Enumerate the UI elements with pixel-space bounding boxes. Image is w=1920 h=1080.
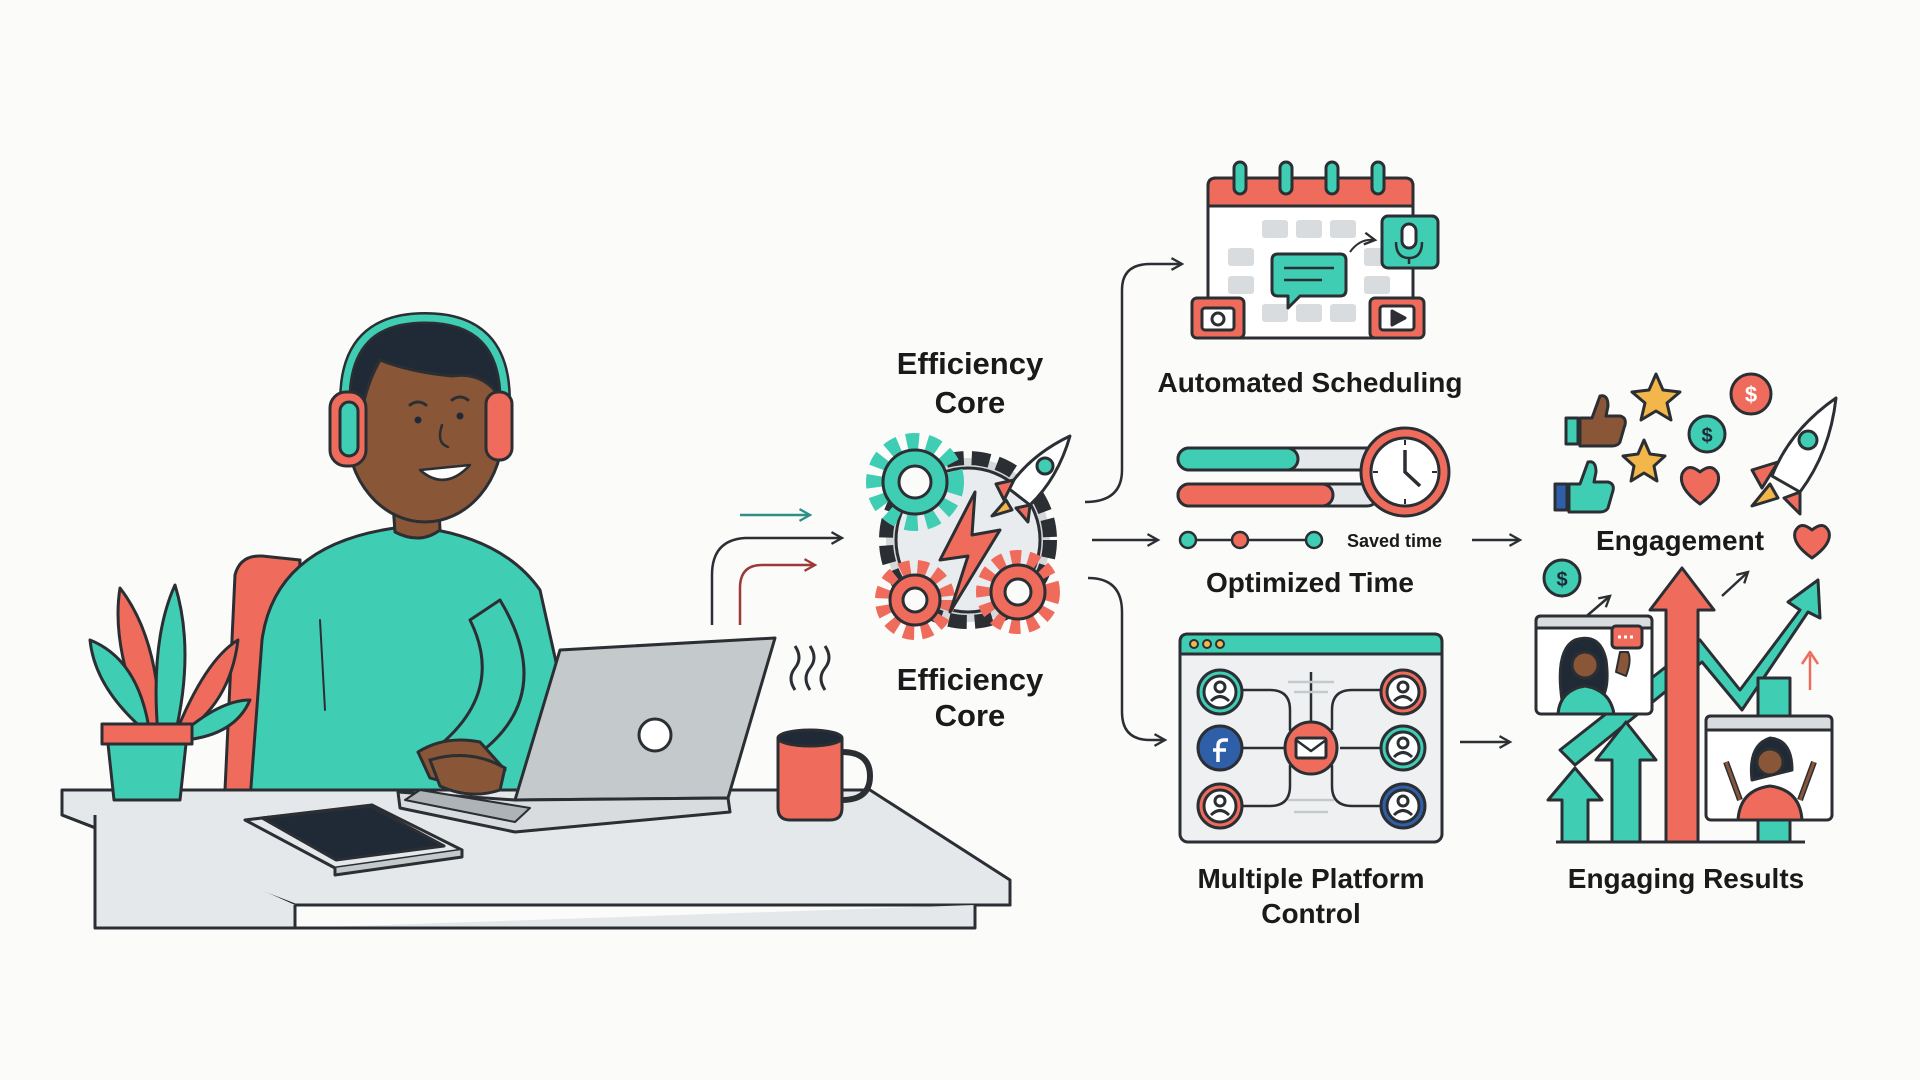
user-avatar-icon (1196, 782, 1244, 830)
workspace-illustration (223, 312, 562, 802)
saved-time-label: Saved time (1347, 531, 1442, 551)
saved-time-timeline (1178, 530, 1324, 550)
thumbs-up-icon (1564, 394, 1627, 448)
rocket-icon (1750, 396, 1838, 516)
core-top-label-line1: Efficiency (897, 346, 1044, 381)
svg-text:$: $ (1556, 569, 1567, 591)
calendar-icon (1190, 160, 1440, 340)
tablet-icon (243, 803, 464, 877)
platform-label-line2: Control (1261, 898, 1361, 929)
user-avatar-icon (1379, 724, 1427, 772)
time-bars (1176, 446, 1380, 508)
branch-arrows (1084, 264, 1182, 740)
user-avatar-icon (1379, 668, 1427, 716)
svg-text:$: $ (1745, 382, 1757, 407)
heart-icon (1679, 466, 1721, 506)
teal-gear-icon (866, 433, 964, 531)
star-icon (1630, 372, 1682, 422)
rocket-icon (990, 434, 1072, 524)
engagement-label: Engagement (1596, 525, 1764, 556)
laptop-icon (396, 636, 777, 834)
plant-icon (88, 583, 252, 802)
scheduling-label: Automated Scheduling (1158, 367, 1463, 398)
optimized-time-label: Optimized Time (1206, 567, 1414, 598)
platform-label-line1: Multiple Platform (1197, 863, 1424, 894)
gears-rocket-icon (866, 433, 1072, 640)
dashboard-icon (1178, 632, 1444, 844)
core-top-label-line2: Core (935, 385, 1006, 420)
input-arrows (710, 515, 842, 625)
thumbs-up-icon (1553, 460, 1615, 514)
dollar-icon: $ (1687, 414, 1727, 454)
engagement-icons: $ $ $ (1542, 372, 1838, 598)
coffee-mug-icon (776, 645, 873, 822)
user-avatar-icon (1196, 668, 1244, 716)
star-icon (1621, 438, 1667, 483)
laptop-logo-icon (637, 717, 673, 753)
core-bottom-label-line1: Efficiency (897, 662, 1044, 697)
svg-text:$: $ (1701, 425, 1712, 447)
video-call-icon (1534, 614, 1654, 716)
mail-icon (1283, 720, 1339, 776)
heart-icon (1793, 524, 1831, 560)
video-call-icon (1704, 714, 1834, 822)
facebook-icon (1196, 724, 1244, 772)
coral-gear-icon (875, 550, 1060, 640)
engaging-results-label: Engaging Results (1568, 863, 1804, 894)
dollar-icon: $ (1729, 372, 1773, 416)
dollar-icon: $ (1542, 558, 1582, 598)
core-bottom-label-line2: Core (935, 698, 1006, 733)
typing-hand (428, 754, 507, 796)
growth-chart-icon (1534, 566, 1834, 844)
clock-icon (1359, 426, 1451, 518)
user-avatar-icon (1379, 782, 1427, 830)
lightning-icon (938, 490, 1002, 614)
